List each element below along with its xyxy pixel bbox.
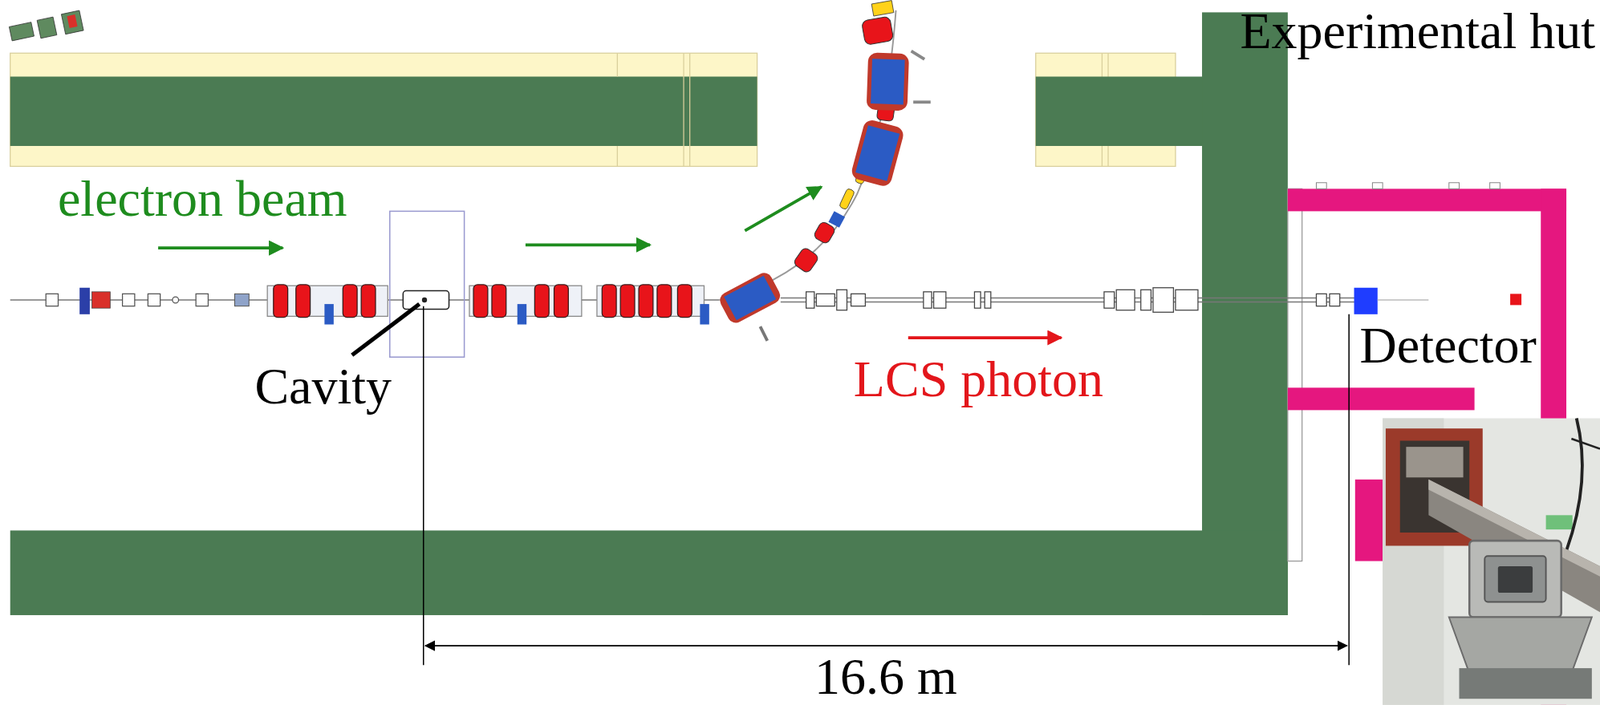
detector-photo <box>1382 418 1600 705</box>
photon-line <box>780 288 1430 315</box>
detector-symbol <box>1354 288 1378 315</box>
shielding-walls <box>10 12 1288 616</box>
beam-label: electron beam <box>56 171 350 226</box>
part-label: Detector <box>1358 318 1539 373</box>
beamline <box>10 211 720 358</box>
cavity-frame <box>389 211 465 358</box>
leader-line <box>352 304 420 356</box>
part-label: Cavity <box>252 359 394 414</box>
beam-label: LCS photon <box>852 352 1105 407</box>
area-label: Experimental hut <box>1238 4 1597 58</box>
cavity <box>402 291 449 310</box>
dimension-label: 16.6 m <box>812 649 959 704</box>
bending-arc <box>717 0 931 342</box>
upstream-components <box>8 10 84 41</box>
dimension-line <box>423 306 1349 666</box>
